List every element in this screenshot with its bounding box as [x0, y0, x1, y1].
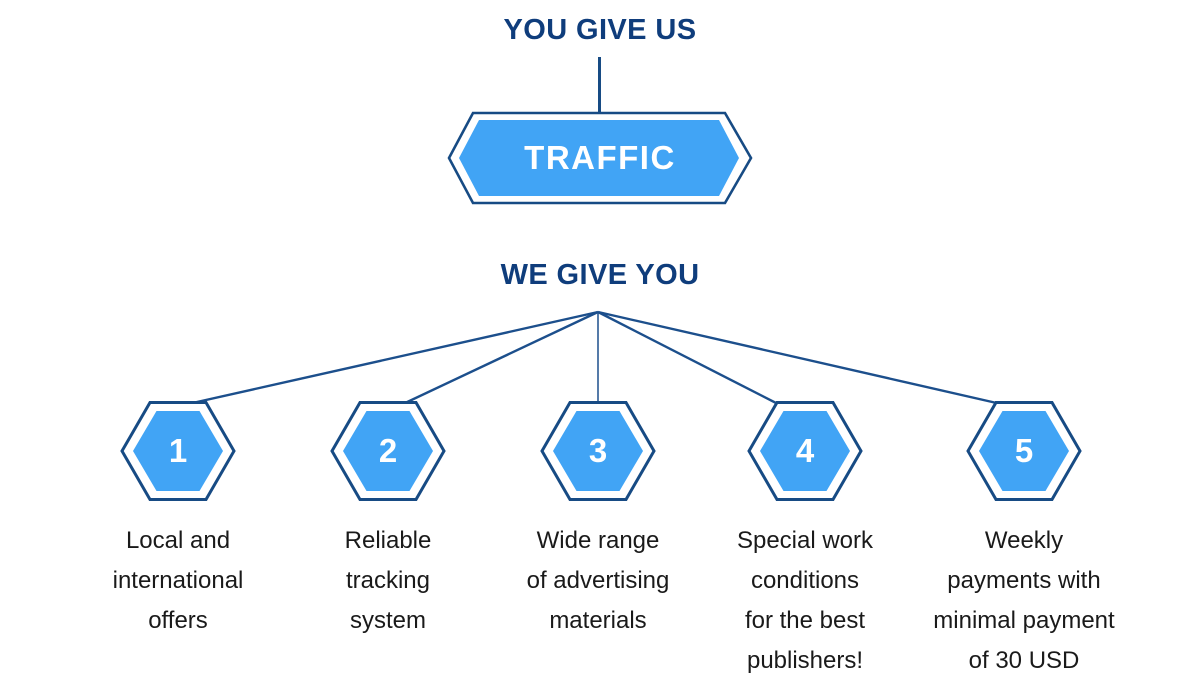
benefit-caption-4: Special work conditions for the best pub… [736, 527, 874, 674]
hexagon-icon [966, 401, 1082, 501]
benefit-caption-5: Weekly payments with minimal payment of … [933, 527, 1115, 674]
heading-you-give-us: YOU GIVE US [503, 14, 697, 46]
hexagon-icon [540, 401, 656, 501]
traffic-hexagon-icon [447, 111, 753, 205]
benefit-number: 1 [168, 432, 188, 469]
benefit-node-3: 3 [540, 401, 656, 501]
connector-line [598, 57, 601, 113]
traffic-badge: TRAFFIC [447, 111, 753, 205]
hexagon-icon [120, 401, 236, 501]
benefit-number: 4 [795, 432, 815, 469]
benefit-node-1: 1 [120, 401, 236, 501]
hexagon-icon [747, 401, 863, 501]
benefit-node-2: 2 [330, 401, 446, 501]
fan-lines [187, 310, 1002, 406]
benefit-caption-3: Wide range of advertising materials [526, 527, 670, 634]
hexagon-icon [330, 401, 446, 501]
benefit-caption-2: Reliable tracking system [344, 527, 432, 634]
benefit-node-4: 4 [747, 401, 863, 501]
traffic-badge-label: TRAFFIC [524, 139, 676, 176]
benefit-number: 5 [1014, 432, 1034, 469]
benefit-number: 3 [588, 432, 608, 469]
benefit-node-5: 5 [966, 401, 1082, 501]
benefit-caption-1: Local and international offers [112, 527, 244, 634]
benefit-number: 2 [378, 432, 398, 469]
heading-we-give-you: WE GIVE YOU [500, 259, 700, 291]
